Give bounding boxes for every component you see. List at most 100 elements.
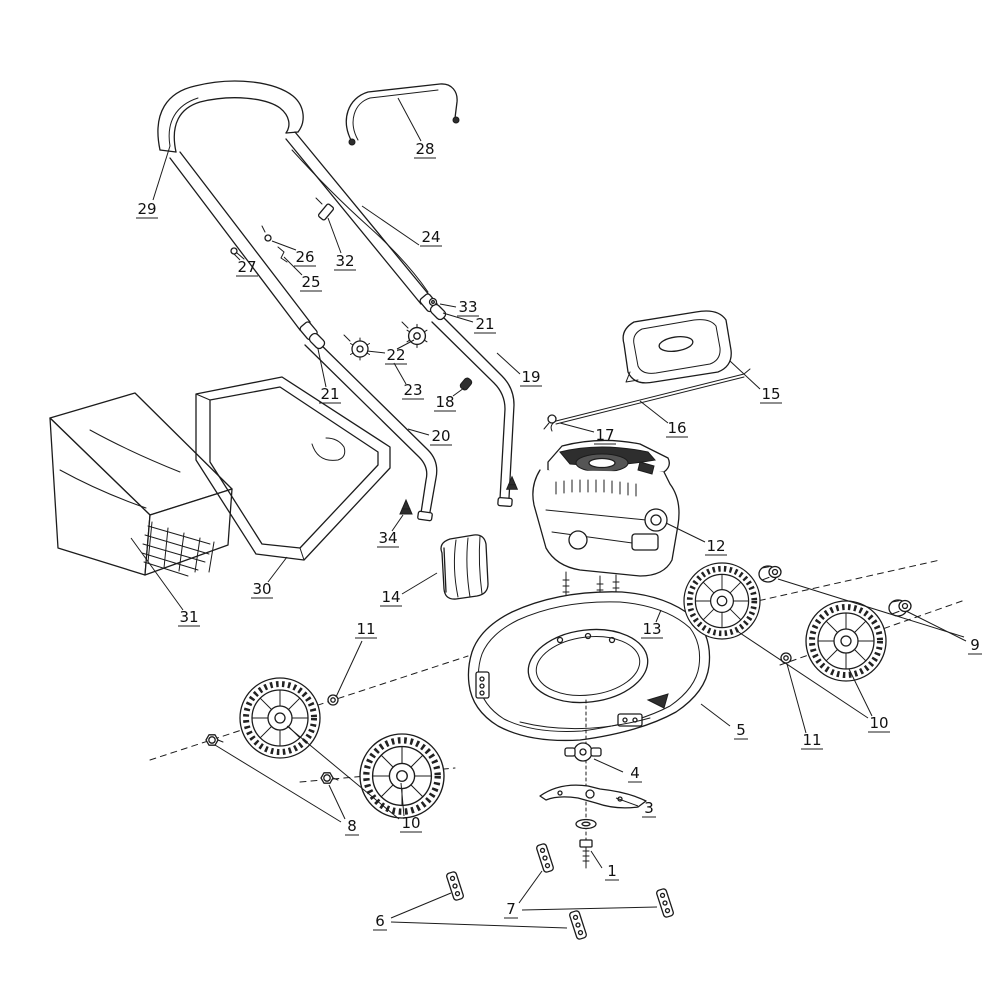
leader-line-32 xyxy=(327,217,342,254)
leader-line-22-1 xyxy=(396,339,415,350)
engine-mount-studs xyxy=(562,571,620,603)
cable-ferrule xyxy=(428,297,438,307)
part-label-16: 16 xyxy=(667,419,686,437)
leader-line-9 xyxy=(905,610,967,642)
blade-bolt xyxy=(579,839,593,869)
part-label-10b: 10 xyxy=(869,714,888,732)
part-label-11b: 11 xyxy=(802,731,821,749)
upper-handle xyxy=(157,80,304,153)
part-label-20: 20 xyxy=(431,427,450,445)
hubcap-right-rear xyxy=(888,599,912,617)
tube-clip-right xyxy=(506,476,518,490)
part-label-32: 32 xyxy=(335,252,354,270)
blade xyxy=(539,784,647,809)
leader-line-15 xyxy=(729,360,761,390)
part-label-21b: 21 xyxy=(475,315,494,333)
part-label-12: 12 xyxy=(706,537,725,555)
leader-line-24 xyxy=(361,205,420,246)
leader-line-19 xyxy=(496,352,521,375)
grass-bag xyxy=(49,392,233,577)
handle-knob-right xyxy=(406,323,428,349)
wheel-group xyxy=(149,559,966,818)
leader-line-5 xyxy=(700,703,731,727)
leader-line-33 xyxy=(439,303,457,308)
leader-line-16 xyxy=(639,400,669,424)
bag-frame xyxy=(195,376,391,561)
part-label-15: 15 xyxy=(761,385,780,403)
leader-line-27 xyxy=(233,253,241,261)
handle-assembly xyxy=(157,80,518,522)
leader-line-11b xyxy=(786,663,807,734)
leader-line-8 xyxy=(328,784,346,820)
part-label-31: 31 xyxy=(179,608,198,626)
part-label-6: 6 xyxy=(375,912,385,930)
leader-line-21a xyxy=(317,348,327,388)
bag-mesh-hatch xyxy=(141,521,215,577)
leader-line-9-1 xyxy=(777,578,965,638)
leader-line-4 xyxy=(593,758,624,773)
leader-line-25 xyxy=(283,256,303,276)
leader-line-31 xyxy=(130,537,184,611)
discharge-cover xyxy=(622,310,732,384)
leader-line-10a xyxy=(400,782,405,817)
wheel-left-front xyxy=(240,678,320,758)
leader-line-6-1 xyxy=(390,921,568,929)
leader-line-23 xyxy=(393,362,407,385)
lower-right-tube xyxy=(429,303,515,507)
part-label-33: 33 xyxy=(458,298,477,316)
discharge-group xyxy=(543,310,751,432)
leader-line-30 xyxy=(267,556,288,583)
mower-deck xyxy=(467,591,711,742)
part-label-8: 8 xyxy=(347,817,357,835)
part-label-5: 5 xyxy=(736,721,746,739)
wheel-right-rear xyxy=(806,601,886,681)
leader-line-7 xyxy=(518,870,543,904)
part-label-26: 26 xyxy=(295,248,314,266)
leader-line-10b xyxy=(848,668,873,717)
part-label-24: 24 xyxy=(421,228,440,246)
leader-line-29 xyxy=(152,145,171,201)
leader-line-11a xyxy=(335,640,363,698)
left-upper-tube xyxy=(169,151,318,341)
part-label-13: 13 xyxy=(642,620,661,638)
part-label-1: 1 xyxy=(607,862,617,880)
leader-line-10a-1 xyxy=(286,725,400,820)
part-label-3: 3 xyxy=(644,799,654,817)
leader-line-6 xyxy=(390,892,452,919)
leader-line-34 xyxy=(391,514,404,532)
belt-guard xyxy=(440,534,489,600)
leader-line-12 xyxy=(665,522,706,543)
wheel-left-rear xyxy=(360,734,444,818)
part-label-17: 17 xyxy=(595,426,614,444)
bracket-2 xyxy=(535,842,555,874)
part-label-22: 22 xyxy=(386,346,405,364)
part-label-14: 14 xyxy=(381,588,400,606)
leader-line-13 xyxy=(655,609,662,623)
part-label-11a: 11 xyxy=(356,620,375,638)
cable-screws xyxy=(230,197,335,260)
part-label-27: 27 xyxy=(237,258,256,276)
blade-adapter xyxy=(564,742,602,762)
lower-left-tube xyxy=(304,332,438,522)
leader-line-1 xyxy=(590,850,603,869)
wheel-right-front xyxy=(684,563,760,639)
leader-line-22 xyxy=(366,350,386,354)
leader-line-26 xyxy=(271,240,297,251)
blade-stack xyxy=(539,699,647,869)
part-label-30: 30 xyxy=(252,580,271,598)
axle-centerline-right-front xyxy=(694,559,941,616)
part-label-4: 4 xyxy=(630,764,640,782)
part-label-10a: 10 xyxy=(401,814,420,832)
leader-line-28 xyxy=(397,97,422,142)
axle-bolt-rear xyxy=(320,772,339,784)
leader-line-3 xyxy=(615,797,639,807)
leader-line-17 xyxy=(559,422,595,433)
bracket-1 xyxy=(445,870,465,902)
axle-bolt-front xyxy=(205,734,224,746)
bracket-4 xyxy=(655,887,675,919)
part-label-7: 7 xyxy=(506,900,516,918)
part-label-19: 19 xyxy=(521,368,540,386)
